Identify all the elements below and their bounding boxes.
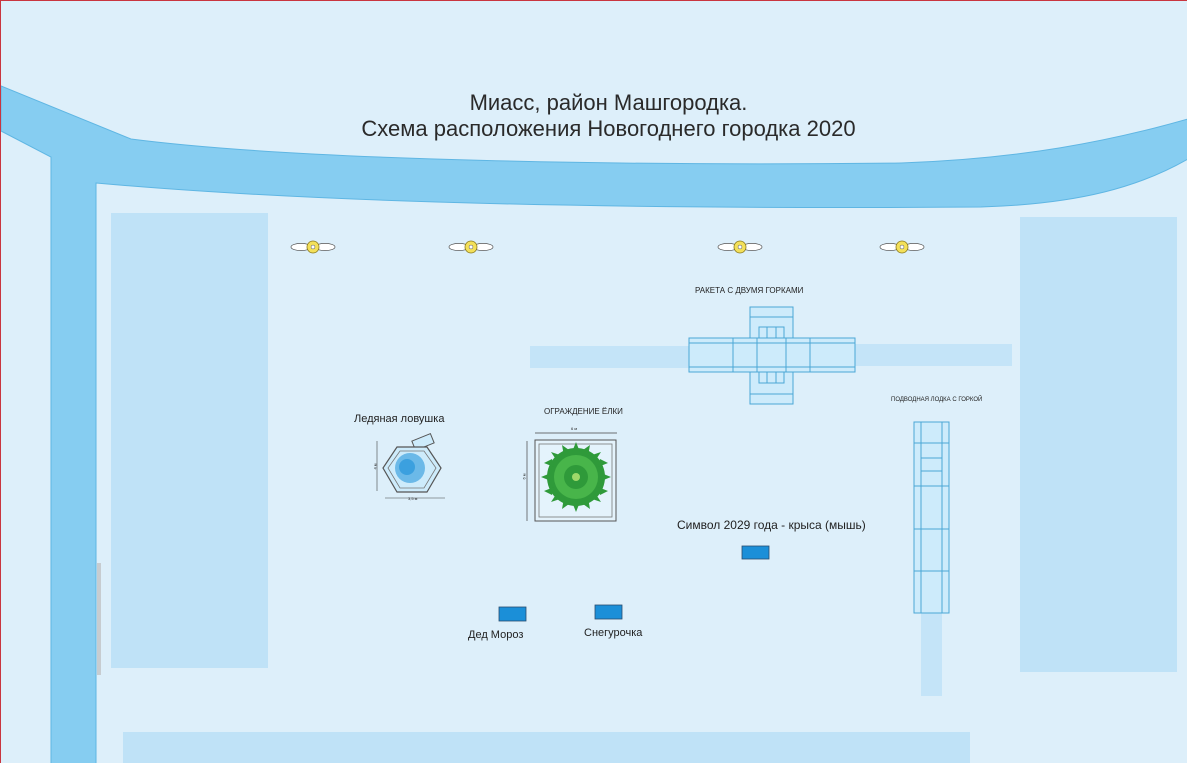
rocket-label: РАКЕТА С ДВУМЯ ГОРКАМИ (695, 286, 804, 295)
symbol-label: Символ 2029 года - крыса (мышь) (677, 518, 866, 532)
block-left (111, 213, 268, 668)
lamp-icon (879, 240, 925, 254)
path-submarine (921, 606, 942, 696)
map-subtitle: Схема расположения Новогоднего городка 2… (361, 116, 856, 141)
trap-height-dimension: 4 м (372, 463, 378, 470)
submarine-label: ПОДВОДНАЯ ЛОДКА С ГОРКОЙ (891, 397, 983, 403)
submarine-structure (913, 421, 950, 614)
lamp-icon (290, 240, 336, 254)
lamp-icon (717, 240, 763, 254)
ice-trap-label: Ледяная ловушка (354, 413, 445, 425)
road-top (1, 85, 1187, 763)
ded-moroz-label: Дед Мороз (468, 629, 524, 641)
trap-width-dimension: 3,5 м (408, 496, 418, 501)
block-right (1020, 217, 1177, 672)
tree-icon (541, 442, 611, 512)
rocket-structure (688, 306, 856, 405)
tree-width-dimension: 6 м (571, 426, 578, 431)
symbol-marker (741, 545, 770, 560)
map-title: Миасс, район Машгородка. (469, 90, 748, 115)
ice-trap-structure (376, 432, 445, 499)
tree-height-dimension: 6 м (521, 473, 527, 480)
block-bottom (123, 732, 970, 763)
ded-moroz-marker (498, 606, 527, 622)
path-left (530, 346, 690, 368)
snegurochka-label: Снегурочка (584, 627, 643, 639)
snegurochka-marker (594, 604, 623, 620)
lamp-icon (448, 240, 494, 254)
edge-marker (97, 563, 101, 675)
tree-fence-label: ОГРАЖДЕНИЕ ЁЛКИ (544, 407, 623, 416)
path-right (854, 344, 1012, 366)
